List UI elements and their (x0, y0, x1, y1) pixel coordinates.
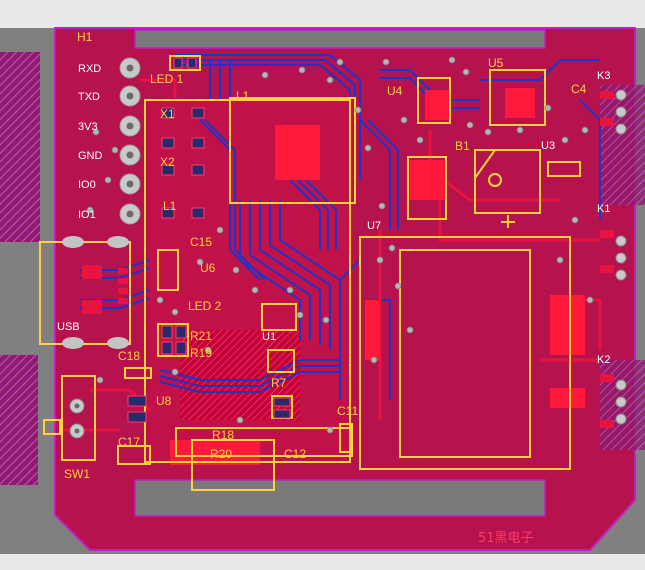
label-c18: C18 (118, 349, 140, 363)
label-c15: C15 (190, 235, 212, 249)
bottom-pad-block (170, 440, 260, 465)
u7-pad-lower (550, 388, 585, 408)
label-r20: R20 (210, 447, 232, 461)
usb-shield-pads (62, 236, 129, 349)
u7-left-pads (365, 300, 380, 360)
u5-pad (505, 88, 535, 118)
keepout-zone-left-lower (0, 355, 38, 485)
pin-label-io1: IO1 (78, 209, 96, 221)
pin-label-rxd: RXD (78, 63, 101, 75)
label-x1: X1 (160, 107, 175, 121)
connector-pads-right (615, 89, 627, 425)
label-u6: U6 (200, 261, 216, 275)
label-u7: U7 (367, 220, 381, 232)
label-u8: U8 (156, 394, 172, 408)
u7-side-pads (550, 295, 585, 355)
smd-components (127, 57, 291, 423)
antenna-slot-top (134, 29, 546, 49)
d1-pad (410, 160, 445, 200)
label-r19: R19 (190, 346, 212, 360)
label-k2: K2 (597, 354, 610, 366)
pin-label-3v3: 3V3 (78, 121, 98, 133)
label-r21: R21 (190, 329, 212, 343)
label-u4: U4 (387, 84, 403, 98)
keepout-zone-left (0, 52, 40, 242)
header-h1 (119, 57, 141, 225)
brand-watermark: 51黑电子 (478, 531, 534, 546)
label-u3: U3 (541, 140, 555, 152)
label-u5: U5 (488, 56, 504, 70)
keepout-zone-right (600, 85, 645, 205)
label-c11: C11 (337, 404, 358, 418)
label-sw1: SW1 (64, 467, 90, 481)
label-u1: U1 (262, 331, 276, 343)
slot-bottom (134, 479, 546, 517)
pin-label-gnd: GND (78, 150, 103, 162)
u4-pad (425, 90, 450, 120)
usb-signal-pads (82, 265, 128, 314)
label-r18: R18 (212, 428, 234, 442)
label-c12: C12 (284, 447, 306, 461)
u1-center-pad (275, 125, 320, 180)
label-c4: C4 (571, 82, 587, 96)
label-k1: K1 (597, 203, 610, 215)
label-l1-lower: L1 (163, 199, 177, 213)
label-r7: R7 (271, 376, 287, 390)
pin-label-txd: TXD (78, 91, 100, 103)
label-usb: USB (57, 321, 80, 333)
b1-marker (488, 173, 502, 187)
b1-outline (474, 149, 541, 214)
label-h1: H1 (77, 30, 93, 44)
label-b1: B1 (455, 139, 470, 153)
pin-label-io0: IO0 (78, 179, 96, 191)
label-k3: K3 (597, 70, 610, 82)
label-x2: X2 (160, 155, 175, 169)
vias (86, 56, 594, 434)
label-led1: LED 1 (150, 72, 184, 86)
connector-smd-right (600, 91, 614, 428)
label-l1: L1 (236, 89, 250, 103)
label-led2: LED 2 (188, 299, 222, 313)
label-c17: C17 (118, 435, 140, 449)
bottom-layer-traces (80, 54, 601, 400)
silkscreen-outlines (39, 55, 581, 491)
